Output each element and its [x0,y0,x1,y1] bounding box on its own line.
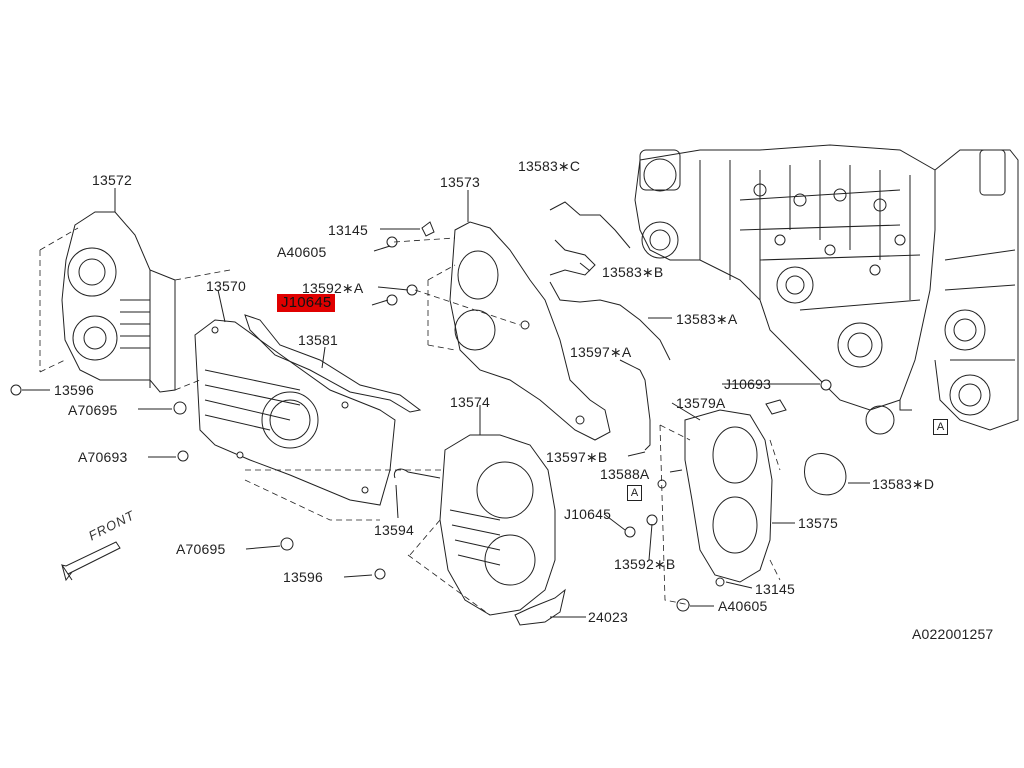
cover-13575 [684,409,773,583]
reference-box-a-lower: A [627,485,642,501]
label-13596-lower: 13596 [283,569,323,585]
label-13581: 13581 [298,332,338,348]
engine-block-drawing [634,144,1019,435]
label-13597a: 13597∗A [570,344,632,360]
label-a40605-top: A40605 [277,244,327,260]
seal-13583d [804,453,847,496]
label-13588a: 13588A [600,466,650,482]
cover-13574 [439,434,556,616]
reference-box-a-right: A [933,419,948,435]
pipe-13597a [639,369,651,451]
alignment-lines [39,227,781,616]
label-j10645-lower: J10645 [564,506,612,522]
cover-13572 [61,211,176,393]
gasket-13581 [244,314,422,413]
label-13592a: 13592∗A [302,280,364,296]
label-j10645-highlighted[interactable]: J10645 [277,294,336,312]
label-a70693: A70693 [78,449,128,465]
label-13575: 13575 [798,515,838,531]
seals-13583 [549,201,671,361]
label-13594: 13594 [374,522,414,538]
label-13583b: 13583∗B [602,264,664,280]
label-a70695-lower: A70695 [176,541,226,557]
label-24023: 24023 [588,609,628,625]
label-a70695-upper: A70695 [68,402,118,418]
label-13573: 13573 [440,174,480,190]
label-a40605-lower: A40605 [718,598,768,614]
label-13145-lower: 13145 [755,581,795,597]
leader-lines [22,188,870,618]
label-13574: 13574 [450,394,490,410]
label-13596-left: 13596 [54,382,94,398]
label-13583a: 13583∗A [676,311,738,327]
label-13597b: 13597∗B [546,449,608,465]
label-13592b: 13592∗B [614,556,676,572]
label-13572: 13572 [92,172,132,188]
label-13583c: 13583∗C [518,158,581,174]
label-13579a: 13579A [676,395,726,411]
label-13583d: 13583∗D [872,476,935,492]
diagram-code: A022001257 [912,626,994,642]
label-13145-top: 13145 [328,222,368,238]
label-j10693: J10693 [724,376,772,392]
bolts [10,221,832,612]
front-indicator: FRONT [48,507,158,592]
bracket-24023 [514,588,566,626]
clip-13594 [393,468,441,479]
label-13570: 13570 [206,278,246,294]
front-arrow [60,541,121,582]
cover-13570 [194,319,396,506]
